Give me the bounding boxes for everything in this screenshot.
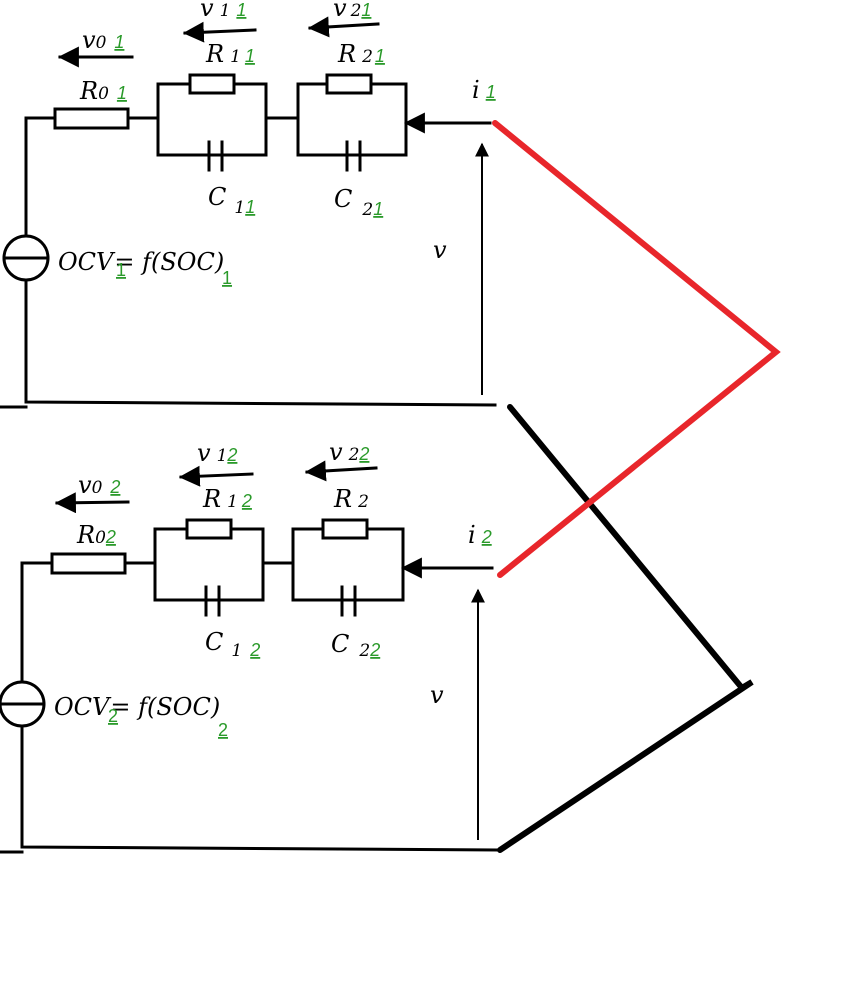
top-resistor-r0 [53, 107, 130, 130]
top-bottom-wire [24, 278, 497, 407]
bottom-v2-arrow [304, 460, 378, 482]
top-voltage-label: v [433, 236, 447, 264]
bottom-v1-arrow [178, 465, 254, 487]
bottom-v0-arrow [54, 492, 130, 514]
bottom-rc1-frame [153, 527, 265, 602]
bottom-bottom-wire [20, 724, 499, 852]
bottom-left-wire [20, 561, 54, 684]
top-ocv-index-1: 1 [116, 260, 126, 280]
bottom-r0-label: R02 [76, 521, 116, 549]
top-resistor-r1 [188, 73, 236, 95]
top-ocv-label: OCV= f(SOC) [58, 248, 224, 276]
top-v1-arrow [182, 21, 257, 43]
bottom-voltage-label: v [430, 681, 444, 709]
bottom-ocv-label: OCV= f(SOC) [54, 693, 220, 721]
negative-link-wire [497, 404, 754, 853]
bottom-ocv-index-2: 2 [218, 720, 228, 740]
bottom-resistor-r1 [185, 518, 233, 540]
bottom-resistor-r0 [50, 552, 127, 575]
top-rc2-frame [296, 82, 408, 157]
positive-link-wire [492, 120, 781, 578]
top-ocv-index-2: 1 [222, 268, 232, 288]
top-rc1-frame [156, 82, 268, 157]
bottom-ocv-index-1: 2 [108, 706, 118, 726]
bottom-resistor-r2 [321, 518, 369, 540]
bottom-rc2-frame [291, 527, 405, 602]
top-v2-arrow [307, 16, 380, 38]
top-resistor-r2 [325, 73, 373, 95]
top-left-wire [24, 116, 57, 238]
